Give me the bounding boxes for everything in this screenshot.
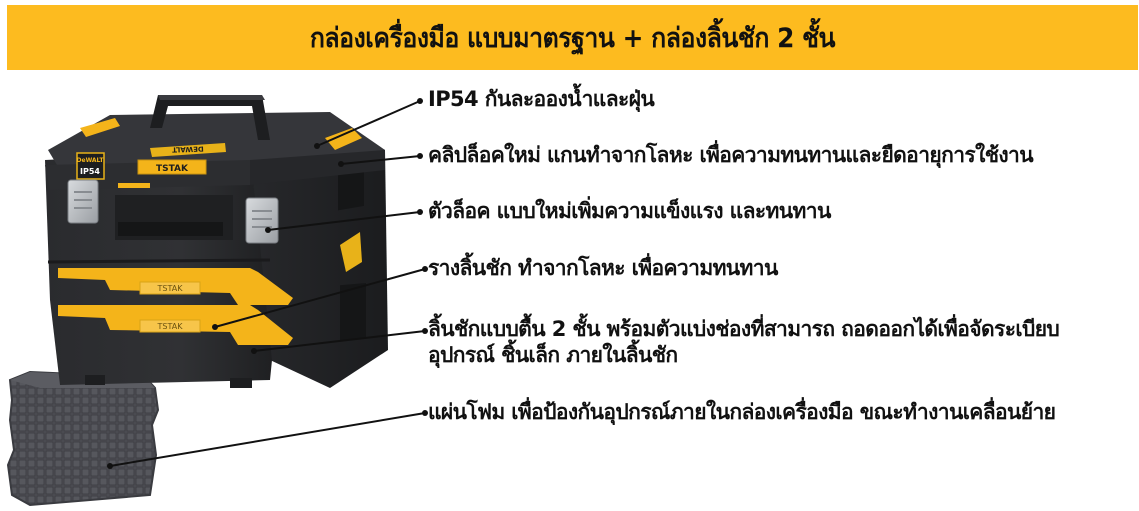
callout-lock: ตัวล็อค แบบใหม่เพิ่มความแข็งแรง และทนทาน — [428, 198, 831, 224]
ip54-label: IP54 — [80, 167, 100, 176]
drawer-bottom: TSTAK — [58, 305, 293, 345]
callout-rail: รางลิ้นชัก ทำจากโลหะ เพื่อความทนทาน — [428, 255, 778, 281]
callout-clip-text: คลิปล็อคใหม่ แกนทำจากโลหะ เพื่อความทนทาน… — [428, 143, 1034, 167]
callout-foam-text: แผ่นโฟม เพื่อป้องกันอุปกรณ์ภายในกล่องเคร… — [428, 400, 1056, 424]
banner-title: กล่องเครื่องมือ แบบมาตรฐาน + กล่องลิ้นชั… — [309, 23, 836, 54]
callout-lock-text: ตัวล็อค แบบใหม่เพิ่มความแข็งแรง และทนทาน — [428, 199, 831, 223]
lid-badge: TSTAK — [156, 164, 189, 174]
callout-ip54: IP54 กันละอองน้ำและฝุ่น — [428, 86, 655, 112]
title-banner: กล่องเครื่องมือ แบบมาตรฐาน + กล่องลิ้นชั… — [7, 5, 1138, 70]
callout-clip: คลิปล็อคใหม่ แกนทำจากโลหะ เพื่อความทนทาน… — [428, 142, 1034, 168]
right-latch — [245, 197, 279, 244]
brand-label: DeWALT — [77, 157, 105, 164]
callout-drawer: ลิ้นชักแบบตื้น 2 ชั้น พร้อมตัวแบ่งช่องที… — [428, 316, 1060, 368]
drawer-top-badge: TSTAK — [157, 284, 184, 293]
callout-drawer-text: ลิ้นชักแบบตื้น 2 ชั้น พร้อมตัวแบ่งช่องที… — [428, 317, 1060, 341]
callout-ip54-text: IP54 กันละอองน้ำและฝุ่น — [428, 87, 655, 111]
leader-lines — [107, 98, 428, 469]
callout-foam: แผ่นโฟม เพื่อป้องกันอุปกรณ์ภายในกล่องเคร… — [428, 399, 1056, 425]
foam-insert — [6, 370, 160, 507]
product-illustration: DEWALT TSTAK DeWALT IP54 TSTAK TSTAK — [6, 95, 428, 507]
left-latch — [67, 179, 99, 224]
drawer-bottom-badge: TSTAK — [157, 322, 184, 331]
lid-logo: DEWALT — [172, 144, 204, 153]
callout-rail-text: รางลิ้นชัก ทำจากโลหะ เพื่อความทนทาน — [428, 256, 778, 280]
callout-drawer-text-2: อุปกรณ์ ชิ้นเล็ก ภายในลิ้นชัก — [428, 343, 678, 367]
drawer-top: TSTAK — [58, 268, 293, 305]
